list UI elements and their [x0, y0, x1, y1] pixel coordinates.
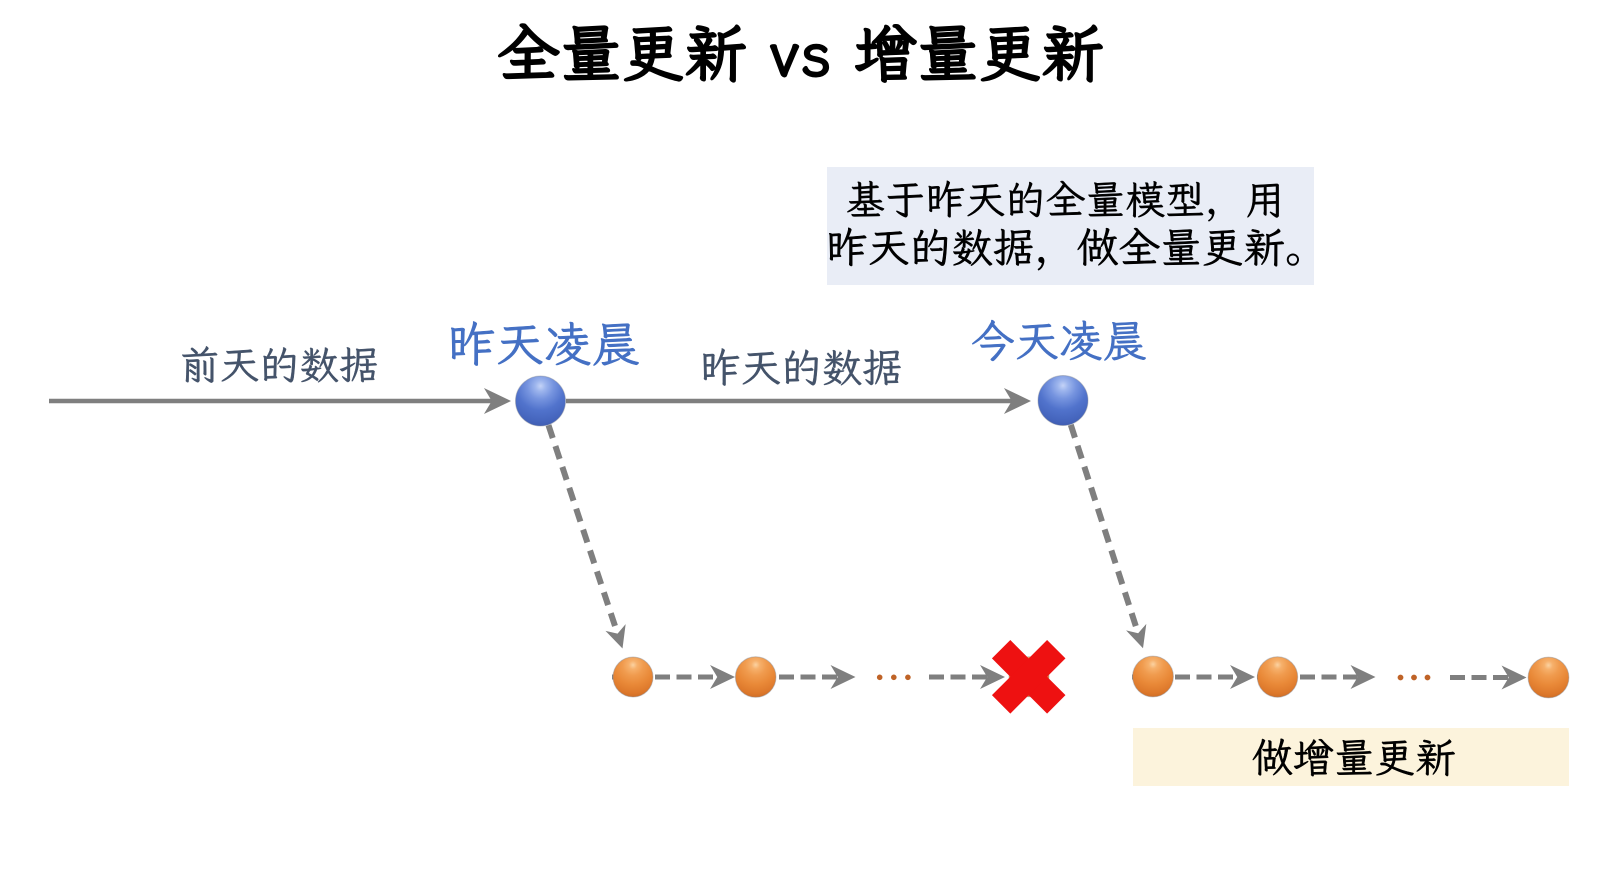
ellipsis-dot — [891, 674, 897, 681]
rejected-cross-icon: ✖ — [991, 640, 1066, 714]
chain2-ellipsis: … — [1397, 674, 1431, 681]
fullmodel-drop-arrow-2-head — [1126, 623, 1154, 652]
chain1-ellipsis: … — [876, 674, 911, 681]
segment1-label: 前天的数据 — [182, 345, 378, 383]
page-title: 全量更新 vs 增量更新 — [497, 23, 1103, 83]
fullmodel-drop-arrow-1-head — [605, 624, 633, 652]
ellipsis-dot — [876, 674, 883, 681]
ellipsis-dot — [1424, 674, 1431, 681]
chain2-node-3 — [1527, 656, 1570, 699]
chain1-node-2 — [734, 656, 777, 698]
segment2-label: 昨天的数据 — [702, 348, 901, 386]
chain2-node-1 — [1132, 655, 1174, 698]
fullmodel-drop-arrow-1-line — [545, 424, 621, 635]
ellipsis-dot — [1411, 674, 1417, 681]
chain1-node-1 — [612, 656, 654, 698]
node-yesterday-dawn — [515, 375, 566, 427]
chain1-arrow-1-head — [710, 665, 735, 689]
chain2-arrow-1-head — [1230, 665, 1255, 689]
node1-label: 昨天凌晨 — [450, 321, 639, 366]
node2-label: 今天凌晨 — [971, 319, 1146, 362]
chain2-node-2 — [1256, 656, 1299, 698]
ellipsis-dot — [905, 674, 911, 681]
ellipsis-dot — [1397, 674, 1404, 681]
node-today-dawn — [1037, 375, 1089, 426]
fullmodel-drop-arrow-2-line — [1067, 423, 1142, 635]
